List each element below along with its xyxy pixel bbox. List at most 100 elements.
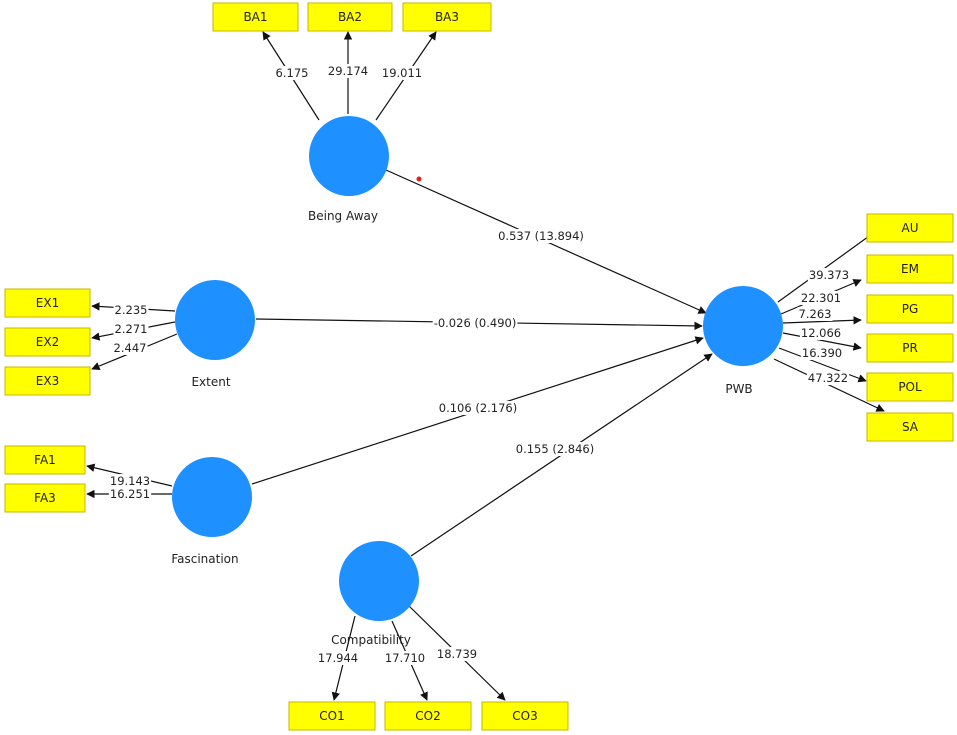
indicator-box [866, 213, 954, 243]
indicator-co3[interactable]: CO3 [481, 701, 569, 731]
loading-value-pwb-pol: 16.390 [802, 346, 842, 360]
latent-circle [339, 541, 419, 621]
indicator-box [866, 294, 954, 324]
latent-ex[interactable] [175, 280, 255, 360]
indicator-box [4, 366, 91, 396]
loading-label-bg [799, 326, 843, 340]
path-coefficient-value-ba-pwb: 0.537 (13.894) [498, 229, 584, 243]
loading-value-pwb-au: 39.373 [809, 268, 849, 282]
indicator-box [866, 412, 954, 442]
path-coefficient-value-ex-pwb: -0.026 (0.490) [434, 316, 517, 330]
indicator-ba2[interactable]: BA2 [307, 2, 393, 32]
loading-value-pwb-pr: 12.066 [801, 326, 841, 340]
loading-value-ex-ex1: 2.235 [115, 303, 148, 317]
indicator-label: BA1 [243, 10, 267, 24]
loading-label-bg [435, 647, 479, 661]
loading-label-bg [800, 346, 844, 360]
loading-label-bg [108, 487, 152, 501]
latent-ba[interactable] [309, 116, 389, 196]
indicator-ba1[interactable]: BA1 [212, 2, 299, 32]
indicator-fa3[interactable]: FA3 [4, 483, 86, 513]
loading-arrow-pwb-pr [782, 332, 862, 351]
indicator-box [384, 701, 472, 731]
latent-label-ex: Extent [191, 375, 230, 389]
indicator-label: PG [902, 302, 919, 316]
loading-label-bg [807, 268, 851, 282]
loading-label-bg [806, 371, 850, 385]
indicator-box [4, 327, 91, 357]
indicator-label: CO1 [319, 709, 344, 723]
latent-label-pwb: PWB [725, 382, 752, 396]
indicator-sa[interactable]: SA [866, 412, 954, 442]
indicator-label: EM [901, 262, 919, 276]
loading-label-bg [797, 307, 833, 321]
indicator-label: FA1 [34, 453, 56, 467]
path-coefficient-value-co-pwb: 0.155 (2.846) [516, 442, 594, 456]
indicator-ex3[interactable]: EX3 [4, 366, 91, 396]
latent-label-ba: Being Away [308, 209, 378, 223]
latent-circle [172, 457, 252, 537]
indicator-em[interactable]: EM [866, 254, 954, 284]
indicator-label: BA2 [338, 10, 362, 24]
indicator-box [212, 2, 299, 32]
loading-value-co-co1: 17.944 [318, 651, 358, 665]
path-coefficient-value-fa-pwb: 0.106 (2.176) [439, 401, 517, 415]
latent-label-fa: Fascination [171, 552, 238, 566]
indicator-label: EX2 [36, 335, 59, 349]
loading-arrow-pwb-pol [778, 347, 867, 383]
loading-arrow-pwb-pg [782, 316, 862, 325]
indicator-pg[interactable]: PG [866, 294, 954, 324]
indicator-label: SA [902, 420, 919, 434]
loading-label-bg [113, 303, 149, 317]
loading-label-bg [383, 651, 427, 665]
indicator-box [866, 372, 954, 402]
latent-circle [309, 116, 389, 196]
indicator-label: CO2 [415, 709, 440, 723]
indicator-box [4, 445, 86, 475]
loading-value-pwb-pg: 7.263 [799, 307, 832, 321]
indicator-box [402, 2, 492, 32]
loading-label-bg [113, 322, 149, 336]
indicator-label: CO3 [512, 709, 537, 723]
loading-value-ba-ba2: 29.174 [328, 64, 368, 78]
latent-pwb[interactable] [703, 286, 783, 366]
loading-value-ex-ex3: 2.447 [114, 341, 147, 355]
loading-label-bg [326, 64, 370, 78]
indicator-ex1[interactable]: EX1 [4, 288, 91, 318]
loading-label-bg [316, 651, 360, 665]
indicator-co1[interactable]: CO1 [288, 701, 376, 731]
indicator-fa1[interactable]: FA1 [4, 445, 86, 475]
indicator-box [307, 2, 393, 32]
indicator-box [866, 254, 954, 284]
indicator-co2[interactable]: CO2 [384, 701, 472, 731]
loading-value-pwb-em: 22.301 [801, 291, 841, 305]
latent-circle [703, 286, 783, 366]
loading-value-fa-fa3: 16.251 [110, 487, 150, 501]
loading-value-pwb-sa: 47.322 [808, 371, 848, 385]
loading-label-bg [274, 66, 310, 80]
indicator-box [866, 333, 954, 363]
indicator-label: EX3 [36, 374, 59, 388]
indicator-box [4, 288, 91, 318]
path-coefficient-label-bg [437, 401, 519, 415]
path-coefficient-label-bg [514, 442, 596, 456]
latents-layer [172, 116, 783, 621]
indicator-ex2[interactable]: EX2 [4, 327, 91, 357]
indicator-ba3[interactable]: BA3 [402, 2, 492, 32]
red-marker-dot [416, 176, 422, 182]
indicator-box [288, 701, 376, 731]
indicator-label: FA3 [34, 491, 56, 505]
indicator-au[interactable]: AU [866, 213, 954, 243]
latent-label-co: Compatibility [331, 633, 411, 647]
indicator-pol[interactable]: POL [866, 372, 954, 402]
loading-arrow-pwb-au [777, 225, 884, 303]
indicator-label: POL [898, 380, 922, 394]
indicator-pr[interactable]: PR [866, 333, 954, 363]
latent-fa[interactable] [172, 457, 252, 537]
edges-layer [86, 31, 885, 701]
latent-co[interactable] [339, 541, 419, 621]
loading-value-ba-ba1: 6.175 [276, 66, 309, 80]
loading-value-co-co3: 18.739 [437, 647, 477, 661]
